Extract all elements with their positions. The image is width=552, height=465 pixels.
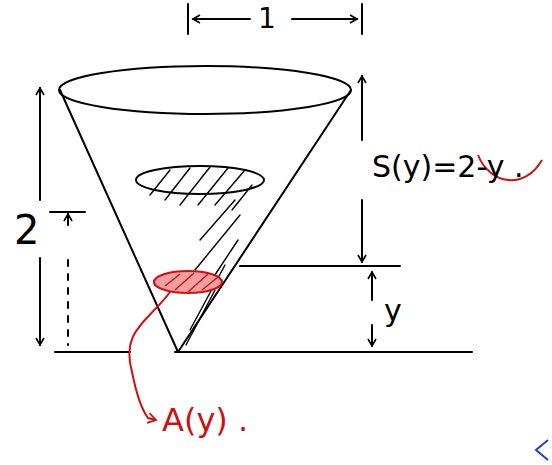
- cone-side: [178, 90, 351, 352]
- base-line: [55, 351, 130, 353]
- formula-label: S(y)=2-y .: [372, 152, 524, 182]
- level-tick: [50, 211, 85, 213]
- s-arrow: [361, 200, 363, 262]
- cone-top: [59, 66, 351, 114]
- dimension-label: 2: [14, 210, 39, 250]
- cross-section: [154, 271, 222, 293]
- level-arrow: [67, 214, 69, 225]
- y-arrow: [371, 272, 373, 300]
- dim-tick: [187, 4, 189, 34]
- y-arrow: [371, 325, 373, 346]
- dim-arrow: [193, 18, 250, 20]
- height-arrow: [39, 258, 41, 345]
- dim-arrow: [292, 18, 357, 20]
- cross-section-hatch: [165, 273, 218, 292]
- cone-side: [60, 90, 178, 352]
- blue-mark: [536, 440, 548, 460]
- s-arrow: [361, 76, 363, 140]
- area-label: A(y) .: [162, 404, 248, 436]
- level-arrow: [67, 260, 69, 345]
- height-arrow: [39, 88, 41, 200]
- dim-tick: [361, 4, 363, 34]
- base-line: [175, 351, 472, 353]
- level-line: [240, 265, 400, 267]
- dimension-label: 1: [258, 5, 276, 33]
- hatching: [150, 167, 252, 345]
- variable-label: y: [384, 296, 402, 326]
- red-leader: [129, 292, 170, 420]
